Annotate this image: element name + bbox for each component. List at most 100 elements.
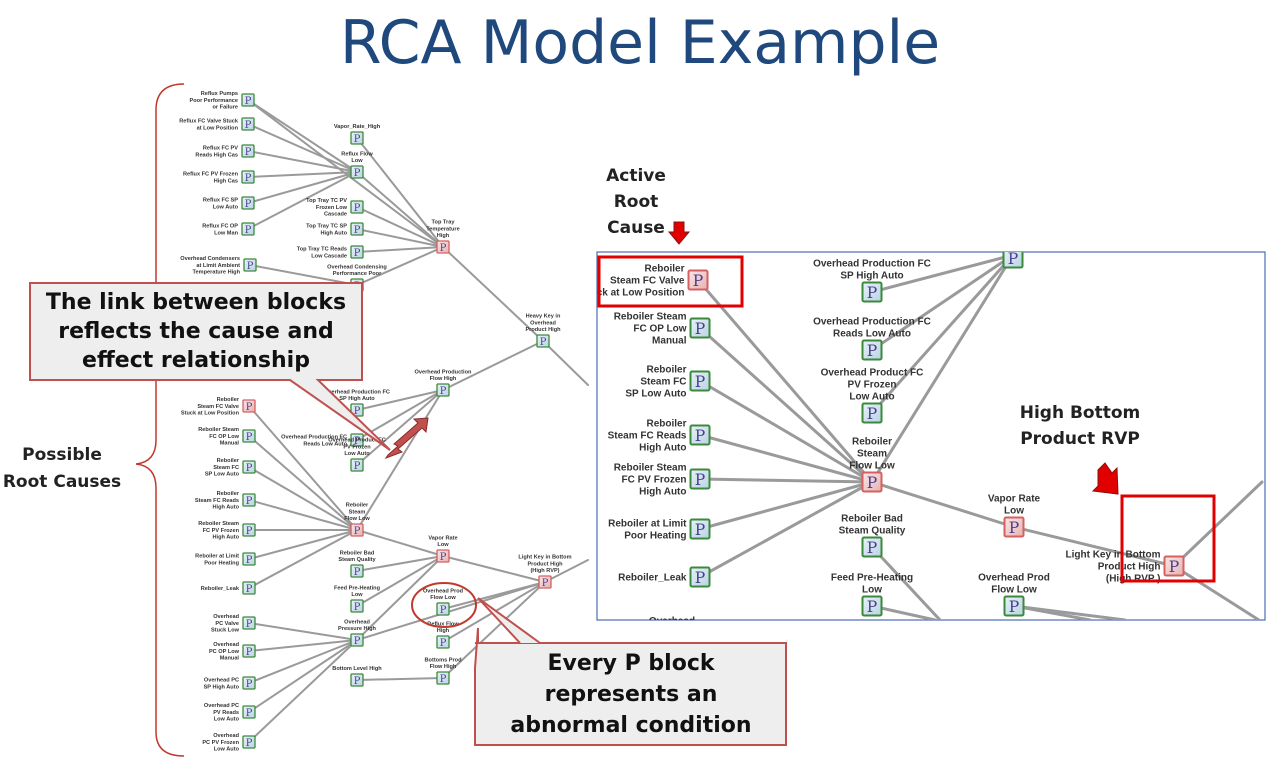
p-block-frame bbox=[350, 403, 364, 417]
overview-light-key-label: Light Key in Bottom bbox=[518, 555, 571, 561]
link-line bbox=[1012, 604, 1127, 620]
overview-top-tray-tc-pv-block[interactable]: P bbox=[350, 200, 364, 214]
overview-overhead-pc-sp-block[interactable]: P bbox=[242, 676, 256, 690]
p-block-letter: P bbox=[354, 567, 361, 578]
inset-light-key-label: Product High bbox=[1098, 562, 1161, 573]
inset-overhead-production-fc-reads-block[interactable]: P bbox=[861, 339, 883, 361]
inset-reboiler-steam-fc-sp-block[interactable]: P bbox=[689, 370, 711, 392]
overview-overhead-pc-pv-frozen-block[interactable]: P bbox=[242, 735, 256, 749]
overview-reboiler-fc-valve-block[interactable]: P bbox=[242, 399, 256, 413]
link-line bbox=[356, 555, 444, 572]
overview-reflux-fc-valve-block[interactable]: P bbox=[241, 117, 255, 131]
overview-reflux-pumps-label: Reflux Pumps bbox=[201, 91, 238, 97]
inset-reboiler-steam-fc-op-block[interactable]: P bbox=[689, 317, 711, 339]
inset-top-hub-block[interactable]: P bbox=[1002, 249, 1024, 269]
overview-reboiler-steam-fc-reads-block[interactable]: P bbox=[242, 493, 256, 507]
inset-overhead-production-fc-sp-block[interactable]: P bbox=[861, 281, 883, 303]
overview-reboiler-steam-fc-op-label: FC OP Low bbox=[209, 434, 239, 440]
overview-reboiler-steam-fc-reads-label: Steam FC Reads bbox=[195, 498, 239, 504]
p-block-letter: P bbox=[440, 243, 447, 254]
p-block-frame bbox=[242, 523, 256, 537]
link-line bbox=[247, 171, 358, 204]
overview-top-tray-temp-block[interactable]: P bbox=[436, 240, 450, 254]
overview-bottoms-prod-flow-high-block[interactable]: P bbox=[436, 671, 450, 685]
overview-overhead-prod-flow-low-block[interactable]: P bbox=[436, 602, 450, 616]
inset-vapor-rate-low-block[interactable]: P bbox=[1003, 516, 1025, 538]
link-line bbox=[542, 340, 589, 386]
overview-overhead-prod-flow-low-label: Flow Low bbox=[430, 595, 456, 601]
overview-reflux-flow-low-label: Reflux Flow bbox=[341, 151, 373, 157]
p-block-letter: P bbox=[867, 474, 877, 492]
inset-feed-pre-heating-block[interactable]: P bbox=[861, 595, 883, 617]
overview-heavy-key-block[interactable]: P bbox=[536, 334, 550, 348]
overview-reboiler-steam-fc-op-label: Reboiler Steam bbox=[198, 427, 239, 433]
inset-reboiler-steam-flow-block[interactable]: P bbox=[861, 471, 883, 493]
inset-overhead-product-fc-pv-label: Low Auto bbox=[849, 392, 894, 403]
overview-reboiler-leak-label: Reboiler_Leak bbox=[201, 586, 240, 592]
overview-reflux-pumps-block[interactable]: P bbox=[241, 93, 255, 107]
inset-reboiler-fc-valve-block[interactable]: P bbox=[687, 269, 709, 291]
overview-reflux-fc-sp-block[interactable]: P bbox=[241, 196, 255, 210]
overview-vapor-rate-high-label: Vapor_Rate_High bbox=[334, 124, 381, 130]
overview-top-tray-temp-label: Top Tray bbox=[432, 220, 456, 226]
inset-feed-pre-heating-label: Feed Pre-Heating bbox=[831, 573, 913, 584]
p-block-letter: P bbox=[695, 569, 705, 587]
inset-overhead-prod-flow-low-block[interactable]: P bbox=[1003, 595, 1025, 617]
p-block-letter: P bbox=[246, 555, 253, 566]
active-root-cause-text: Cause bbox=[607, 218, 665, 238]
light-key-highlight bbox=[1120, 494, 1216, 583]
overview-bottom-level-high-block[interactable]: P bbox=[350, 673, 364, 687]
overview-reboiler-steam-fc-pv-block[interactable]: P bbox=[242, 523, 256, 537]
overview-reboiler-steam-fc-op-block[interactable]: P bbox=[242, 429, 256, 443]
p-block-frame bbox=[350, 222, 364, 236]
overview-overhead-pc-valve-block[interactable]: P bbox=[242, 616, 256, 630]
overview-reboiler-bad-steam-block[interactable]: P bbox=[350, 564, 364, 578]
overview-feed-pre-heating-block[interactable]: P bbox=[350, 599, 364, 613]
overview-overhead-production-fc-sp-block[interactable]: P bbox=[350, 403, 364, 417]
inset-reboiler-steam-fc-reads-block[interactable]: P bbox=[689, 424, 711, 446]
inset-reboiler-steam-fc-pv-block[interactable]: P bbox=[689, 468, 711, 490]
link-line bbox=[356, 677, 444, 681]
overview-overhead-pc-op-block[interactable]: P bbox=[242, 644, 256, 658]
overview-top-tray-tc-reads-block[interactable]: P bbox=[350, 245, 364, 259]
overview-reboiler-steam-flow-block[interactable]: P bbox=[350, 523, 364, 537]
overview-reboiler-at-limit-label: Poor Heating bbox=[204, 560, 239, 566]
inset-reboiler-at-limit-block[interactable]: P bbox=[689, 518, 711, 540]
p-block-frame bbox=[242, 644, 256, 658]
overview-reboiler-leak-block[interactable]: P bbox=[242, 581, 256, 595]
overview-overhead-pressure-high-block[interactable]: P bbox=[350, 633, 364, 647]
overview-reflux-flow-high-label: High bbox=[437, 628, 450, 634]
overview-vapor-rate-high-block[interactable]: P bbox=[350, 131, 364, 145]
overview-light-key-block[interactable]: P bbox=[538, 575, 552, 589]
p-block-frame bbox=[689, 317, 711, 339]
overview-overhead-production-fc-reads-block[interactable]: P bbox=[350, 433, 364, 447]
overview-reflux-fc-pv-block[interactable]: P bbox=[241, 144, 255, 158]
possible-root-causes-label: Possible bbox=[22, 445, 102, 465]
overview-reflux-flow-low-block[interactable]: P bbox=[350, 165, 364, 179]
overview-reboiler-at-limit-block[interactable]: P bbox=[242, 552, 256, 566]
overview-reflux-fc-op-block[interactable]: P bbox=[241, 222, 255, 236]
overview-overhead-production-flow-block[interactable]: P bbox=[436, 383, 450, 397]
p-block-letter: P bbox=[354, 436, 361, 447]
inset-overhead-product-fc-pv-block[interactable]: P bbox=[861, 402, 883, 424]
overview-vapor-rate-low-block[interactable]: P bbox=[436, 549, 450, 563]
link-line bbox=[247, 171, 358, 178]
overview-overhead-condensers-block[interactable]: P bbox=[243, 258, 257, 272]
inset-light-key-block[interactable]: P bbox=[1163, 555, 1185, 577]
p-block-letter: P bbox=[354, 248, 361, 259]
inset-reboiler-at-limit-label: Reboiler at Limit bbox=[608, 519, 687, 530]
overview-top-tray-tc-sp-block[interactable]: P bbox=[350, 222, 364, 236]
p-block-letter: P bbox=[245, 199, 252, 210]
overview-reboiler-steam-fc-sp-block[interactable]: P bbox=[242, 460, 256, 474]
link-line bbox=[356, 555, 444, 607]
inset-reboiler-bad-steam-block[interactable]: P bbox=[861, 536, 883, 558]
high-bottom-arrow bbox=[1091, 462, 1119, 495]
overview-reflux-flow-high-block[interactable]: P bbox=[436, 635, 450, 649]
inset-reboiler-leak-block[interactable]: P bbox=[689, 566, 711, 588]
overview-overhead-product-fc-pv-block[interactable]: P bbox=[350, 458, 364, 472]
link-line bbox=[356, 529, 444, 557]
overview-reflux-fc-pv-frozen-block[interactable]: P bbox=[241, 170, 255, 184]
slide-title: RCA Model Example bbox=[339, 8, 941, 78]
overview-overhead-pc-pv-reads-block[interactable]: P bbox=[242, 705, 256, 719]
